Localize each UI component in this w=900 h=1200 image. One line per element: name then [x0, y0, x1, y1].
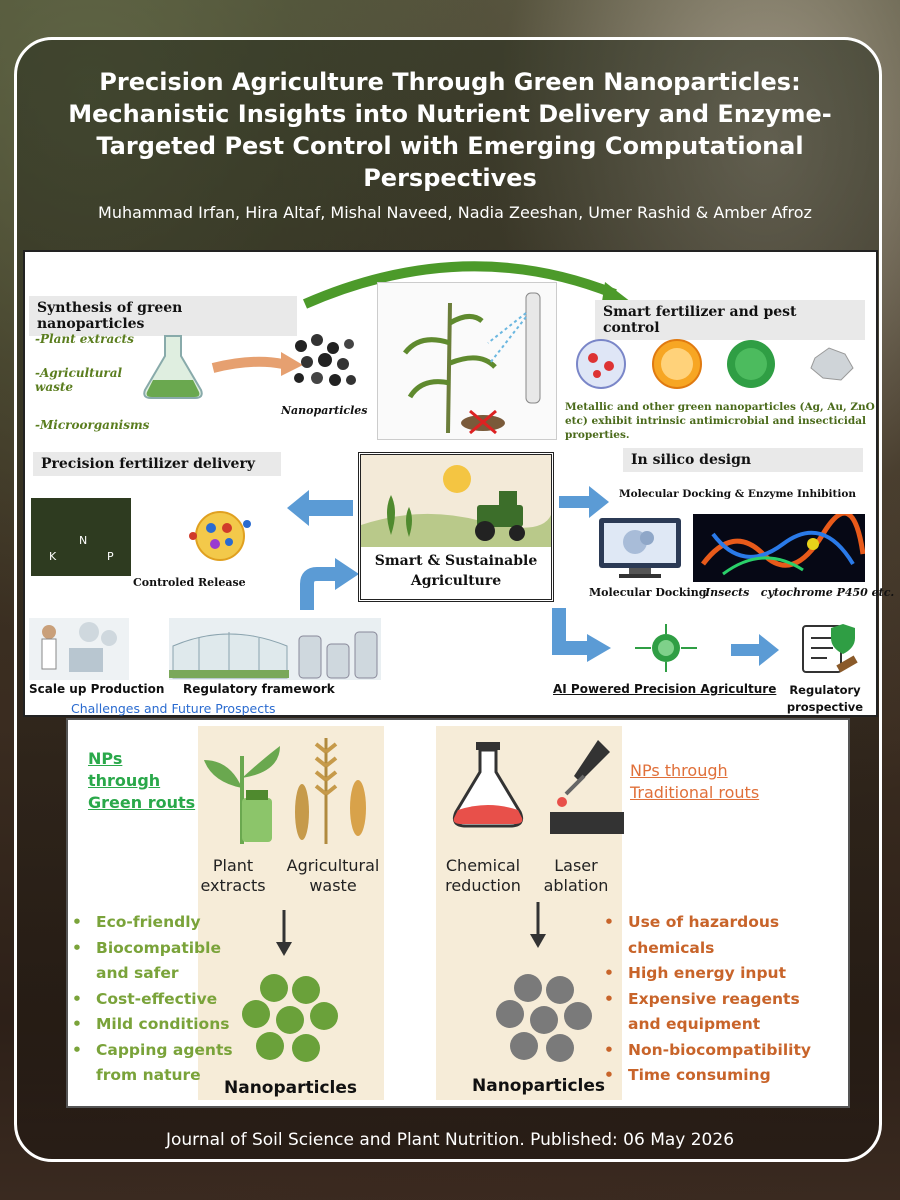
source-plant-extracts: -Plant extracts — [35, 332, 134, 346]
green-benefit-item: Mild conditions — [70, 1012, 240, 1038]
green-nanoparticle-cluster — [242, 974, 338, 1062]
green-benefits-list: Eco-friendly Biocompatible and safer Cos… — [70, 910, 240, 1089]
comparison-panel: NPs through Green routs NPs through Trad… — [66, 718, 850, 1108]
npk-p: P — [107, 550, 114, 563]
flask-and-dropper-icon — [452, 740, 624, 834]
ai-chip-icon — [635, 624, 697, 672]
controlled-release-label: Controled Release — [133, 576, 246, 589]
traditional-drawback-item: Expensive reagents and equipment — [602, 987, 820, 1038]
traditional-drawback-item: Use of hazardous chemicals — [602, 910, 820, 961]
down-arrow-green-route — [276, 910, 292, 956]
traditional-drawback-item: High energy input — [602, 961, 820, 987]
docking-monitor-icon — [595, 516, 685, 580]
npk-k: K — [49, 550, 57, 563]
journal-citation: Journal of Soil Science and Plant Nutrit… — [165, 1130, 735, 1150]
laser-ablation-caption: Laser ablation — [543, 856, 609, 895]
green-benefit-item: Capping agents from nature — [70, 1038, 240, 1089]
green-nanoparticle-types-icon — [576, 339, 854, 389]
crop-spray-illustration — [377, 282, 557, 440]
green-benefit-item: Biocompatible and safer — [70, 936, 240, 987]
traditional-nanoparticles-label: Nanoparticles — [472, 1076, 606, 1096]
ai-precision-label: AI Powered Precision Agriculture — [553, 682, 777, 696]
traditional-drawback-item: Time consuming — [602, 1063, 820, 1089]
regulatory-checklist-icon — [802, 624, 858, 673]
traditional-drawback-item: Non-biocompatibility — [602, 1038, 820, 1064]
agricultural-waste-caption: Agricultural waste — [286, 856, 380, 895]
insilico-header: In silico design — [623, 448, 863, 472]
source-microorganisms: -Microorganisms — [35, 418, 150, 432]
farm-tractor-illustration — [361, 455, 551, 547]
smart-agriculture-label: Smart & Sustainable Agriculture — [374, 553, 538, 589]
author-list: Muhammad Irfan, Hira Altaf, Mishal Navee… — [98, 203, 812, 222]
molecular-docking-label: Molecular Docking — [589, 586, 707, 599]
plant-extract-and-wheat-icon — [204, 738, 366, 844]
protein-structure-image — [693, 514, 865, 582]
plant-extracts-caption: Plant extracts — [200, 856, 266, 895]
green-benefit-item: Cost-effective — [70, 987, 240, 1013]
docking-subheader: Molecular Docking & Enzyme Inhibition — [619, 488, 856, 500]
graphical-abstract-top: Synthesis of green nanoparticles -Plant … — [23, 250, 894, 717]
traditional-drawbacks-list: Use of hazardous chemicals High energy i… — [602, 910, 820, 1089]
smart-fertilizer-header: Smart fertilizer and pest control — [595, 300, 865, 340]
regulatory-framework-label: Regulatory framework — [183, 682, 335, 696]
synthesis-header: Synthesis of green nanoparticles — [29, 296, 297, 336]
soil-npk-image: K N P — [31, 498, 131, 576]
regulatory-prospective-label: Regulatory prospective — [786, 683, 864, 714]
down-arrow-traditional-route — [530, 902, 546, 948]
insects-cyp-label: Insects cytochrome P450 etc. — [705, 586, 895, 599]
green-route-title: NPs through Green routs — [88, 749, 196, 812]
arrow-curve-blue — [300, 558, 359, 610]
arrow-elbow-blue — [552, 608, 611, 662]
greenhouse-image — [169, 618, 381, 680]
smart-agriculture-box: Smart & Sustainable Agriculture — [358, 452, 554, 602]
controlled-release-capsule-icon — [189, 511, 251, 561]
flask-icon — [143, 335, 303, 399]
chemical-reduction-caption: Chemical reduction — [445, 856, 521, 895]
nanoparticles-label: Nanoparticles — [281, 404, 368, 417]
source-agricultural-waste: -Agricultural waste — [35, 366, 123, 394]
arrow-right-blue — [559, 486, 609, 518]
scale-up-lab-image — [29, 618, 129, 680]
traditional-route-title: NPs through Traditional routs — [630, 761, 760, 802]
green-nanoparticles-label: Nanoparticles — [224, 1078, 358, 1098]
scale-up-label: Scale up Production — [29, 682, 165, 696]
challenges-label: Challenges and Future Prospects — [71, 701, 276, 716]
precision-delivery-header: Precision fertilizer delivery — [33, 452, 281, 476]
paper-title: Precision Agriculture Through Green Nano… — [68, 68, 832, 192]
traditional-nanoparticle-cluster — [496, 974, 592, 1062]
nanoparticles-cluster-icon — [294, 334, 356, 386]
npk-n: N — [79, 534, 88, 547]
green-benefit-item: Eco-friendly — [70, 910, 240, 936]
arrow-right-blue-2 — [731, 634, 779, 666]
arrow-left-blue — [287, 490, 353, 526]
smart-fertilizer-description: Metallic and other green nanoparticles (… — [565, 401, 875, 441]
